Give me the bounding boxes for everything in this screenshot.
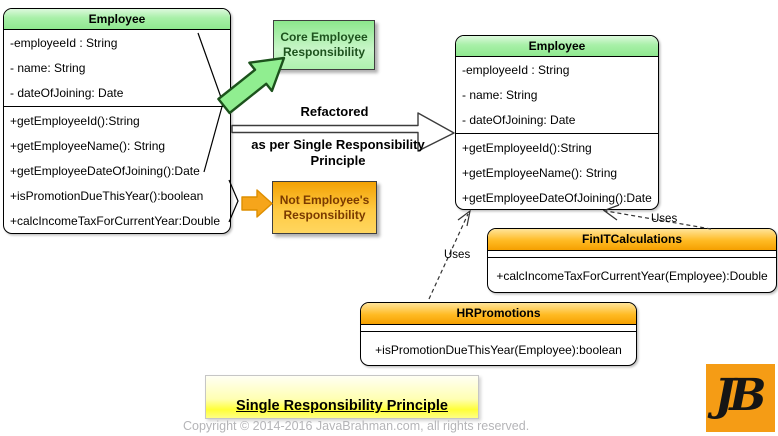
note-not-employee-responsibility: Not Employee's Responsibility: [272, 181, 377, 234]
note-core-responsibility: Core Employee Responsibility: [273, 20, 375, 70]
class-box-hrpromotions: HRPromotions +isPromotionDueThisYear(Emp…: [360, 302, 637, 366]
uses-arrowhead-hrpromotions: [457, 209, 471, 227]
empty-attributes-compartment: [488, 251, 776, 258]
attribute-row: - dateOfJoining: Date: [462, 113, 576, 127]
class-header-employee-original: Employee: [4, 9, 230, 30]
attribute-row: -employeeId : String: [10, 36, 118, 50]
class-header-employee-refactored: Employee: [456, 36, 658, 57]
note-line: Responsibility: [282, 45, 365, 59]
method-row: +getEmployeeDateOfJoining():Date: [462, 191, 652, 205]
note-line: Core Employee: [280, 30, 368, 44]
method-row: +getEmployeeDateOfJoining():Date: [10, 164, 200, 178]
attributes-compartment: -employeeId : String - name: String - da…: [456, 57, 658, 134]
copyright-text: Copyright © 2014-2016 JavaBrahman.com, a…: [183, 419, 530, 433]
method-row: +getEmployeeName(): String: [10, 139, 166, 153]
method-row: +getEmployeeId():String: [462, 141, 592, 155]
attribute-row: -employeeId : String: [462, 63, 570, 77]
note-line: Responsibility: [283, 207, 366, 222]
class-box-employee-original: Employee -employeeId : String - name: St…: [3, 8, 231, 234]
refactored-sublabel-line: as per Single Responsibility: [251, 137, 425, 152]
methods-compartment: +isPromotionDueThisYear(Employee):boolea…: [361, 332, 636, 365]
methods-compartment: +calcIncomeTaxForCurrentYear(Employee):D…: [488, 258, 776, 292]
diagram-title: Single Responsibility Principle: [236, 398, 448, 414]
noncore-responsibility-arrow-icon: [241, 189, 273, 218]
refactored-label: Refactored: [300, 104, 369, 119]
class-header-finitcalculations: FinITCalculations: [488, 229, 776, 251]
class-header-hrpromotions: HRPromotions: [361, 303, 636, 325]
note-line: Not Employee's: [279, 192, 370, 207]
diagram-title-box: Single Responsibility Principle: [205, 375, 479, 419]
javabrahman-logo: JB: [706, 364, 775, 432]
class-box-finitcalculations: FinITCalculations +calcIncomeTaxForCurre…: [487, 228, 777, 293]
attribute-row: - name: String: [462, 88, 538, 102]
refactored-sublabel: as per Single Responsibility Principle: [240, 137, 436, 168]
method-row: +getEmployeeId():String: [10, 114, 140, 128]
attribute-row: - name: String: [10, 61, 86, 75]
refactored-sublabel-line: Principle: [310, 152, 366, 168]
class-box-employee-refactored: Employee -employeeId : String - name: St…: [455, 35, 659, 210]
attributes-compartment: -employeeId : String - name: String - da…: [4, 30, 230, 107]
method-row: +calcIncomeTaxForCurrentYear(Employee):D…: [496, 269, 768, 283]
methods-compartment: +getEmployeeId():String +getEmployeeName…: [456, 134, 658, 209]
empty-attributes-compartment: [361, 325, 636, 332]
method-row: +calcIncomeTaxForCurrentYear:Double: [10, 214, 220, 228]
attribute-row: - dateOfJoining: Date: [10, 86, 124, 100]
method-row: +isPromotionDueThisYear():boolean: [10, 189, 204, 203]
methods-compartment: +getEmployeeId():String +getEmployeeName…: [4, 107, 230, 233]
uses-label-finitcalculations: Uses: [651, 213, 678, 225]
method-row: +isPromotionDueThisYear(Employee):boolea…: [375, 343, 622, 357]
uses-label-hrpromotions: Uses: [444, 249, 471, 261]
logo-letters: JB: [714, 369, 766, 421]
method-row: +getEmployeeName(): String: [462, 166, 618, 180]
